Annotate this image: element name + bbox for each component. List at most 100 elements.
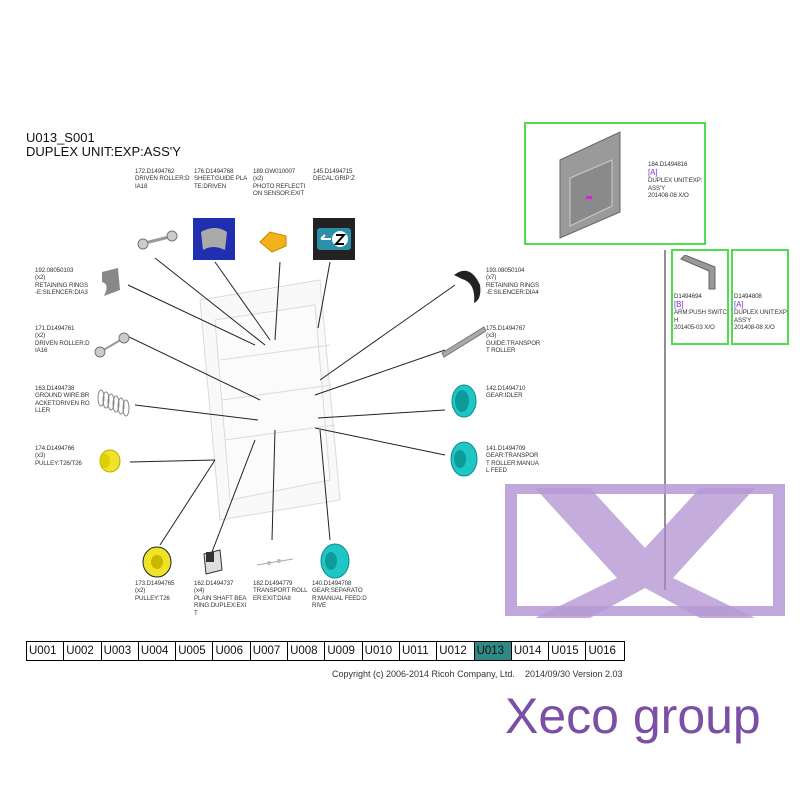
label-line: TRANSPORT ROLL — [253, 587, 308, 595]
nav-tab-u012[interactable]: U012 — [437, 642, 475, 660]
nav-tab-u006[interactable]: U006 — [213, 642, 251, 660]
copyright-text: Copyright (c) 2006-2014 Ricoh Company, L… — [332, 669, 515, 679]
label-line: PHOTO REFLECTI — [253, 182, 306, 190]
label-line: [A] — [734, 300, 744, 310]
label-line: 162.D1494737 — [194, 580, 234, 587]
label-line: DUPLEX UNIT:EXP: — [648, 177, 703, 185]
nav-tab-u005[interactable]: U005 — [176, 642, 214, 660]
nav-tab-u001[interactable]: U001 — [27, 642, 65, 660]
label-line: ER:EXIT:DIA8 — [253, 594, 291, 602]
nav-tab-u007[interactable]: U007 — [251, 642, 289, 660]
label-line: DECAL:GRIP:Z — [313, 175, 355, 183]
label-line: SHEET:GUIDE PLA — [194, 175, 248, 183]
pulley-icon — [96, 448, 122, 474]
nav-tab-u013[interactable]: U013 — [474, 642, 512, 660]
label-line: (x4) — [194, 587, 205, 595]
section-title: DUPLEX UNIT:EXP:ASS'Y — [26, 144, 181, 159]
label-line: 201408-08 X/O — [648, 192, 689, 200]
transport-gear-icon — [446, 440, 478, 478]
roller-icon — [135, 230, 180, 250]
label-line: ARM:PUSH SWITC — [674, 309, 727, 317]
label-line: 192.08050103 — [35, 267, 74, 274]
label-line: RETAINING RINGS — [35, 281, 89, 289]
label-line: 201405-03 X/O — [674, 324, 715, 332]
label-line: PLAIN SHAFT BEA — [194, 594, 247, 602]
label-line: 193.08050104 — [486, 267, 525, 274]
label-line: DRIVEN ROLLER:D — [135, 175, 190, 183]
label-line: 184.D1494816 — [648, 161, 688, 168]
nav-tab-u009[interactable]: U009 — [325, 642, 363, 660]
nav-tab-u003[interactable]: U003 — [102, 642, 139, 660]
label-line: (x2) — [35, 274, 46, 282]
nav-tab-u011[interactable]: U011 — [400, 642, 438, 660]
label-line: 163.D1494738 — [35, 385, 75, 392]
nav-tab-u008[interactable]: U008 — [288, 642, 326, 660]
label-line: 175.D1494767 — [486, 325, 526, 332]
footer: Copyright (c) 2006-2014 Ricoh Company, L… — [332, 669, 623, 679]
label-line: IA16 — [35, 347, 48, 355]
separator-gear-icon — [315, 542, 351, 580]
guide-rail-icon — [440, 323, 487, 359]
label-line: H — [674, 316, 679, 324]
watermark-text: Xeco group — [505, 688, 761, 744]
label-line: RING:DUPLEX:EXI — [194, 602, 247, 610]
label-line: TE:DRIVEN — [194, 182, 227, 190]
part-label-174[interactable]: 174.D1494766(x3)PULLEY:T26/T26 — [35, 445, 92, 467]
label-line: DRIVEN ROLLER:D — [35, 339, 90, 347]
label-line: R:MANUAL FEED:D — [312, 594, 367, 602]
label-line: (x2) — [135, 587, 146, 595]
label-line: (x2) — [35, 332, 46, 340]
part-label-173[interactable]: 173.D1494765(x2)PULLEY:T26 — [135, 580, 192, 602]
nav-tab-u014[interactable]: U014 — [512, 642, 550, 660]
label-line: (x3) — [35, 452, 46, 460]
idler-gear-icon — [448, 383, 478, 419]
label-line: (x2) — [253, 175, 264, 183]
label-line: (x7) — [486, 274, 497, 282]
label-line: GEAR:TRANSPOR — [486, 452, 539, 460]
decal-grip-icon — [313, 218, 355, 260]
label-line: 172.D1494762 — [135, 168, 175, 175]
label-line: ASS'Y — [734, 316, 752, 324]
label-line: 141.D1494709 — [486, 445, 526, 452]
sensor-icon — [256, 222, 292, 256]
retaining-ring-black-icon — [450, 265, 484, 305]
label-line: T ROLLER — [486, 347, 516, 355]
label-line: 174.D1494766 — [35, 445, 75, 452]
nav-tab-u002[interactable]: U002 — [64, 642, 102, 660]
label-line: T ROLLER:MANUA — [486, 459, 539, 467]
section-code: U013_S001 — [26, 130, 95, 145]
label-line: ACKET:DRIVEN RO — [35, 399, 90, 407]
nav-tab-u016[interactable]: U016 — [588, 645, 616, 657]
label-line: [A] — [648, 168, 658, 178]
label-line: RIVE — [312, 602, 327, 610]
part-label-193[interactable]: 193.08050104(x7)RETAINING RINGS-E:SILENC… — [486, 267, 543, 297]
label-line: L FEED — [486, 467, 507, 475]
label-line: 173.D1494765 — [135, 580, 175, 587]
bearing-icon — [200, 548, 226, 576]
label-line: IA18 — [135, 182, 148, 190]
label-line: GEAR:SEPARATO — [312, 587, 363, 595]
part-label-192[interactable]: 192.08050103(x2)RETAINING RINGS-E:SILENC… — [35, 267, 92, 297]
nav-tab-u004[interactable]: U004 — [139, 642, 177, 660]
label-line: 145.D1494715 — [313, 168, 353, 175]
nav-tab-u010[interactable]: U010 — [363, 642, 400, 660]
page-title: U013_S001 DUPLEX UNIT:EXP:ASS'Y — [26, 131, 181, 159]
nav-tab-u015[interactable]: U015 — [549, 642, 587, 660]
label-line: 189.GW010007 — [253, 168, 296, 175]
